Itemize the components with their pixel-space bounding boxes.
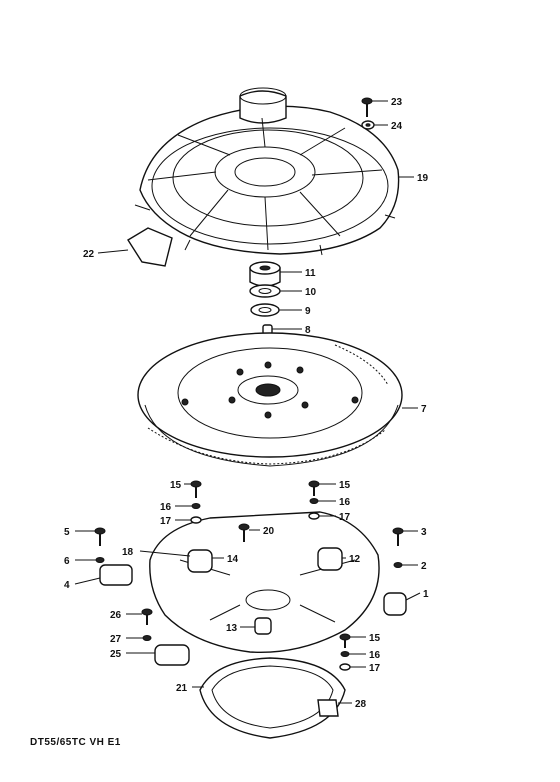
callout-27: 27 [110,634,122,645]
callout-labels: 23 24 19 22 11 10 9 8 7 15 15 16 16 17 1… [64,97,429,710]
screw-15-right [308,480,320,496]
callout-11: 11 [305,268,316,279]
washer-27 [142,635,152,641]
callout-16-lower: 16 [369,650,381,661]
callout-17-left: 17 [160,516,172,527]
washer-10 [249,284,281,298]
callout-18: 18 [122,547,134,558]
callout-17-lower: 17 [369,663,381,674]
nut-11 [249,261,281,287]
callout-15-lower: 15 [369,633,381,644]
gasket-21 [199,657,346,739]
callout-6: 6 [64,556,70,567]
callout-20: 20 [263,526,275,537]
washer-17-lower [339,663,351,671]
callout-1: 1 [423,589,429,600]
callout-12: 12 [349,554,361,565]
washer-9 [250,303,280,317]
callout-19: 19 [417,173,429,184]
screw-15-top [190,480,202,498]
screw-23 [361,97,373,117]
leader-lines [74,100,421,704]
washer-2 [393,562,403,568]
callout-13: 13 [226,623,238,634]
callout-25: 25 [110,649,122,660]
callout-2: 2 [421,561,427,572]
coil-1 [383,592,407,616]
screw-5 [94,527,106,546]
callout-10: 10 [305,287,317,298]
callout-4: 4 [64,580,70,591]
cover-clip [127,227,173,267]
coil-12 [317,547,343,571]
washer-6 [95,557,105,563]
callout-26: 26 [110,610,122,621]
callout-5: 5 [64,527,70,538]
callout-9: 9 [305,306,311,317]
screw-26 [141,608,153,625]
washer-16-left [191,503,201,509]
diagram-caption: DT55/65TC VH E1 [30,737,121,748]
callout-14: 14 [227,554,239,565]
callout-24: 24 [391,121,403,132]
flywheel [137,332,403,467]
washer-16-lower [340,651,350,657]
washer-17-right [308,512,320,520]
callout-15-top: 15 [170,480,182,491]
flywheel-cover [134,87,400,256]
coil-4 [99,564,133,586]
washer-24 [361,120,375,130]
clip-13 [254,617,272,635]
screw-20 [238,523,250,542]
callout-17-right: 17 [339,512,351,523]
callout-16-left: 16 [160,502,172,513]
screw-15-lower [339,633,351,648]
callout-15-right: 15 [339,480,351,491]
coil-25 [154,644,190,666]
callout-7: 7 [421,404,427,415]
washer-17-left [190,516,202,524]
washer-16-right [309,498,319,504]
callout-28: 28 [355,699,367,710]
callout-23: 23 [391,97,403,108]
callout-21: 21 [176,683,188,694]
coil-14 [187,549,213,573]
callout-8: 8 [305,325,311,336]
callout-22: 22 [83,249,95,260]
clip-28 [317,699,339,717]
screw-3 [392,527,404,546]
callout-16-right: 16 [339,497,351,508]
callout-3: 3 [421,527,427,538]
